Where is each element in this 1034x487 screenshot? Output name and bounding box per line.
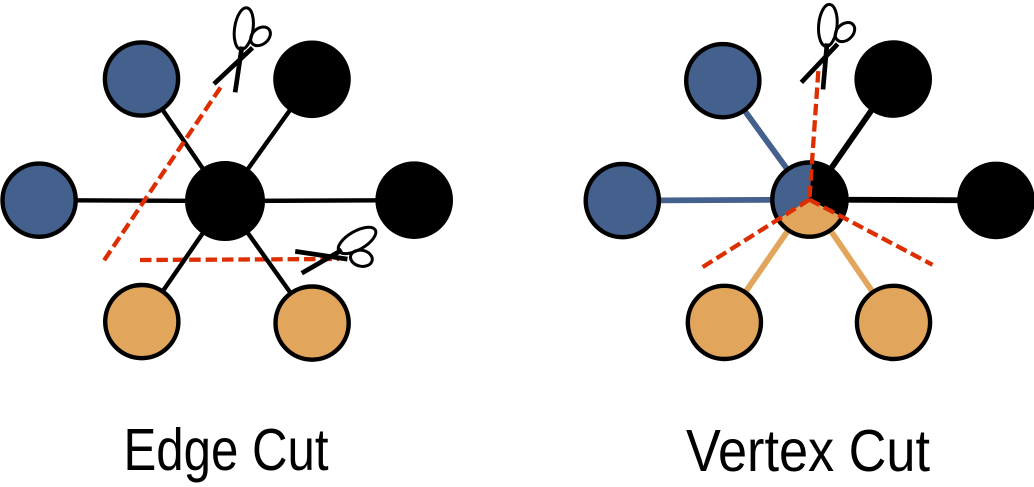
- svg-text:Vertex Cut: Vertex Cut: [686, 418, 930, 484]
- svg-text:Edge Cut: Edge Cut: [124, 417, 329, 483]
